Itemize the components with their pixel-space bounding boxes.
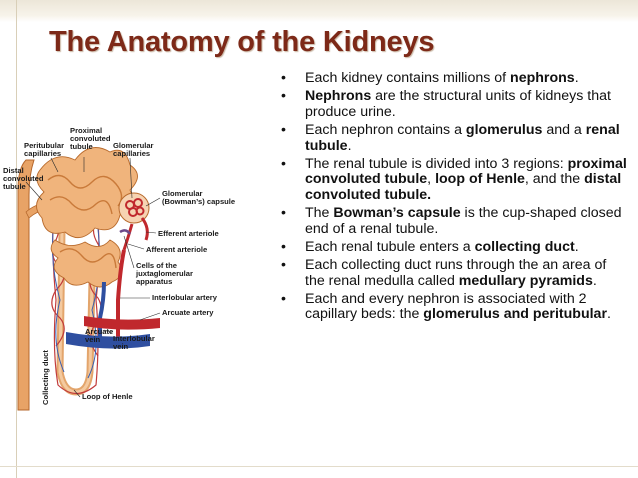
bullet-dot-icon: • [281, 70, 286, 86]
bullet-text: . [606, 306, 611, 323]
svg-text:Interlobular: Interlobular [113, 334, 155, 343]
bullet-dot-icon: • [281, 238, 286, 255]
interlobular-vein-shape [98, 281, 106, 338]
bullet-list: • Each kidney contains millions of nephro… [279, 70, 629, 326]
bullet-dot-icon: • [281, 121, 286, 138]
bullet-bold-term: medullary pyramids [458, 272, 593, 289]
bullet-item: • The renal tubule is divided into 3 regi… [279, 155, 629, 204]
label-juxtaglomerular-apparatus: Cells of the juxtaglomerular apparatus [135, 261, 193, 286]
convoluted-tubules-shape [36, 147, 138, 288]
bullet-bold-term: Nephrons [305, 88, 372, 105]
label-distal-convoluted-tubule: Distal convoluted tubule [3, 166, 44, 191]
bullet-text: and a [542, 121, 586, 138]
bullet-text: The [305, 205, 334, 222]
bullet-item: • The Bowman’s capsule is the cup-shaped … [279, 205, 629, 237]
slide-title: The Anatomy of the Kidneys [49, 26, 435, 58]
bullet-bold-term: nephrons [510, 70, 575, 86]
bullet-text: is the cup-shaped closed end of a renal … [305, 205, 622, 237]
bullet-bold-term: distal convoluted tubule. [305, 171, 622, 203]
nephron-diagram: Peritubular capillaries Proximal convolu… [3, 126, 235, 411]
svg-text:Glomerular: Glomerular [113, 141, 154, 150]
svg-text:vein: vein [85, 335, 101, 344]
bullet-dot-icon: • [281, 290, 286, 307]
label-arcuate-artery: Arcuate artery [162, 308, 214, 317]
bullet-bold-term: glomerulus and peritubular [423, 306, 607, 323]
bullet-text: The renal tubule is divided into 3 regio… [305, 155, 568, 172]
label-interlobular-vein: Interlobular vein [113, 334, 155, 351]
label-collecting-duct: Collecting duct [41, 350, 50, 405]
bullet-bold-term: collecting duct [474, 238, 575, 255]
svg-text:Proximal: Proximal [70, 126, 102, 135]
label-efferent-arteriole: Efferent arteriole [158, 229, 219, 238]
svg-text:juxtaglomerular: juxtaglomerular [135, 269, 193, 278]
svg-text:apparatus: apparatus [136, 277, 172, 286]
label-peritubular-capillaries: Peritubular capillaries [24, 141, 64, 158]
svg-text:Glomerular: Glomerular [162, 189, 203, 198]
svg-text:Distal: Distal [3, 166, 24, 175]
svg-text:(Bowman’s) capsule: (Bowman’s) capsule [162, 197, 235, 206]
svg-text:tubule: tubule [3, 182, 26, 191]
bullet-text: , [427, 171, 436, 188]
collecting-duct-shape [17, 159, 35, 411]
bullet-text: Each collecting duct runs through the an… [305, 257, 607, 289]
bullet-text: , and the [524, 171, 585, 188]
bullet-bold-term: loop of Henle [435, 171, 525, 188]
bullet-dot-icon: • [281, 257, 286, 274]
bullet-dot-icon: • [281, 88, 286, 105]
bullet-dot-icon: • [281, 155, 286, 172]
bullet-text: are the structural units of kidneys that… [305, 88, 611, 120]
svg-text:convoluted: convoluted [70, 134, 111, 143]
svg-text:Cells of the: Cells of the [136, 261, 177, 270]
bullet-item: • Each collecting duct runs through the a… [279, 257, 629, 289]
label-afferent-arteriole: Afferent arteriole [146, 245, 207, 254]
afferent-arteriole-shape [122, 223, 134, 251]
bullet-text: . [592, 272, 597, 289]
bullet-text: Each and every nephron is associated wit… [305, 290, 587, 323]
bullet-text: . [574, 238, 579, 255]
svg-text:Arcuate: Arcuate [85, 327, 113, 336]
bullet-text: Each nephron contains a [305, 121, 466, 138]
bullet-text: Each kidney contains millions of [305, 70, 511, 86]
efferent-arteriole-shape [140, 217, 149, 241]
label-interlobular-artery: Interlobular artery [152, 293, 218, 302]
bullet-bold-term: proximal convoluted tubule [305, 155, 627, 188]
interlobular-artery-shape [116, 249, 126, 338]
bullet-text: . [347, 137, 352, 154]
label-glomerular-capillaries: Glomerular capillaries [113, 141, 154, 158]
bullet-item: • Nephrons are the structural units of ki… [279, 88, 629, 120]
glomerulus-shape [125, 198, 145, 217]
svg-text:capillaries: capillaries [113, 149, 150, 158]
juxtaglomerular-cells [119, 229, 132, 235]
label-glomerular-capsule: Glomerular (Bowman’s) capsule [162, 189, 235, 206]
bullet-item: • Each and every nephron is associated wi… [279, 290, 629, 323]
bullet-bold-term: Bowman’s capsule [333, 205, 461, 222]
label-proximal-convoluted-tubule: Proximal convoluted tubule [70, 126, 111, 151]
bullet-text: . [574, 70, 579, 86]
svg-text:Peritubular: Peritubular [24, 141, 64, 150]
bullet-dot-icon: • [281, 205, 286, 222]
bullet-item: • Each kidney contains millions of nephro… [279, 70, 629, 87]
bullet-text: Each renal tubule enters a [305, 238, 475, 255]
bottom-rule [0, 466, 638, 467]
label-arcuate-vein: Arcuate vein [85, 327, 113, 344]
arcuate-vein-shape [66, 332, 150, 349]
label-loop-of-henle: Loop of Henle [82, 392, 133, 401]
tubule-coils [47, 174, 123, 269]
svg-text:tubule: tubule [70, 142, 93, 151]
bullet-bold-term: glomerulus [465, 121, 543, 138]
left-margin-rule [16, 0, 17, 478]
svg-text:capillaries: capillaries [24, 149, 61, 158]
svg-text:vein: vein [113, 342, 129, 351]
bullet-item: • Each nephron contains a glomerulus and … [279, 121, 629, 154]
title-bar-band [0, 0, 638, 22]
bullet-bold-term: renal tubule [305, 121, 620, 154]
bullet-item: • Each renal tubule enters a collecting d… [279, 238, 629, 256]
svg-text:convoluted: convoluted [3, 174, 44, 183]
